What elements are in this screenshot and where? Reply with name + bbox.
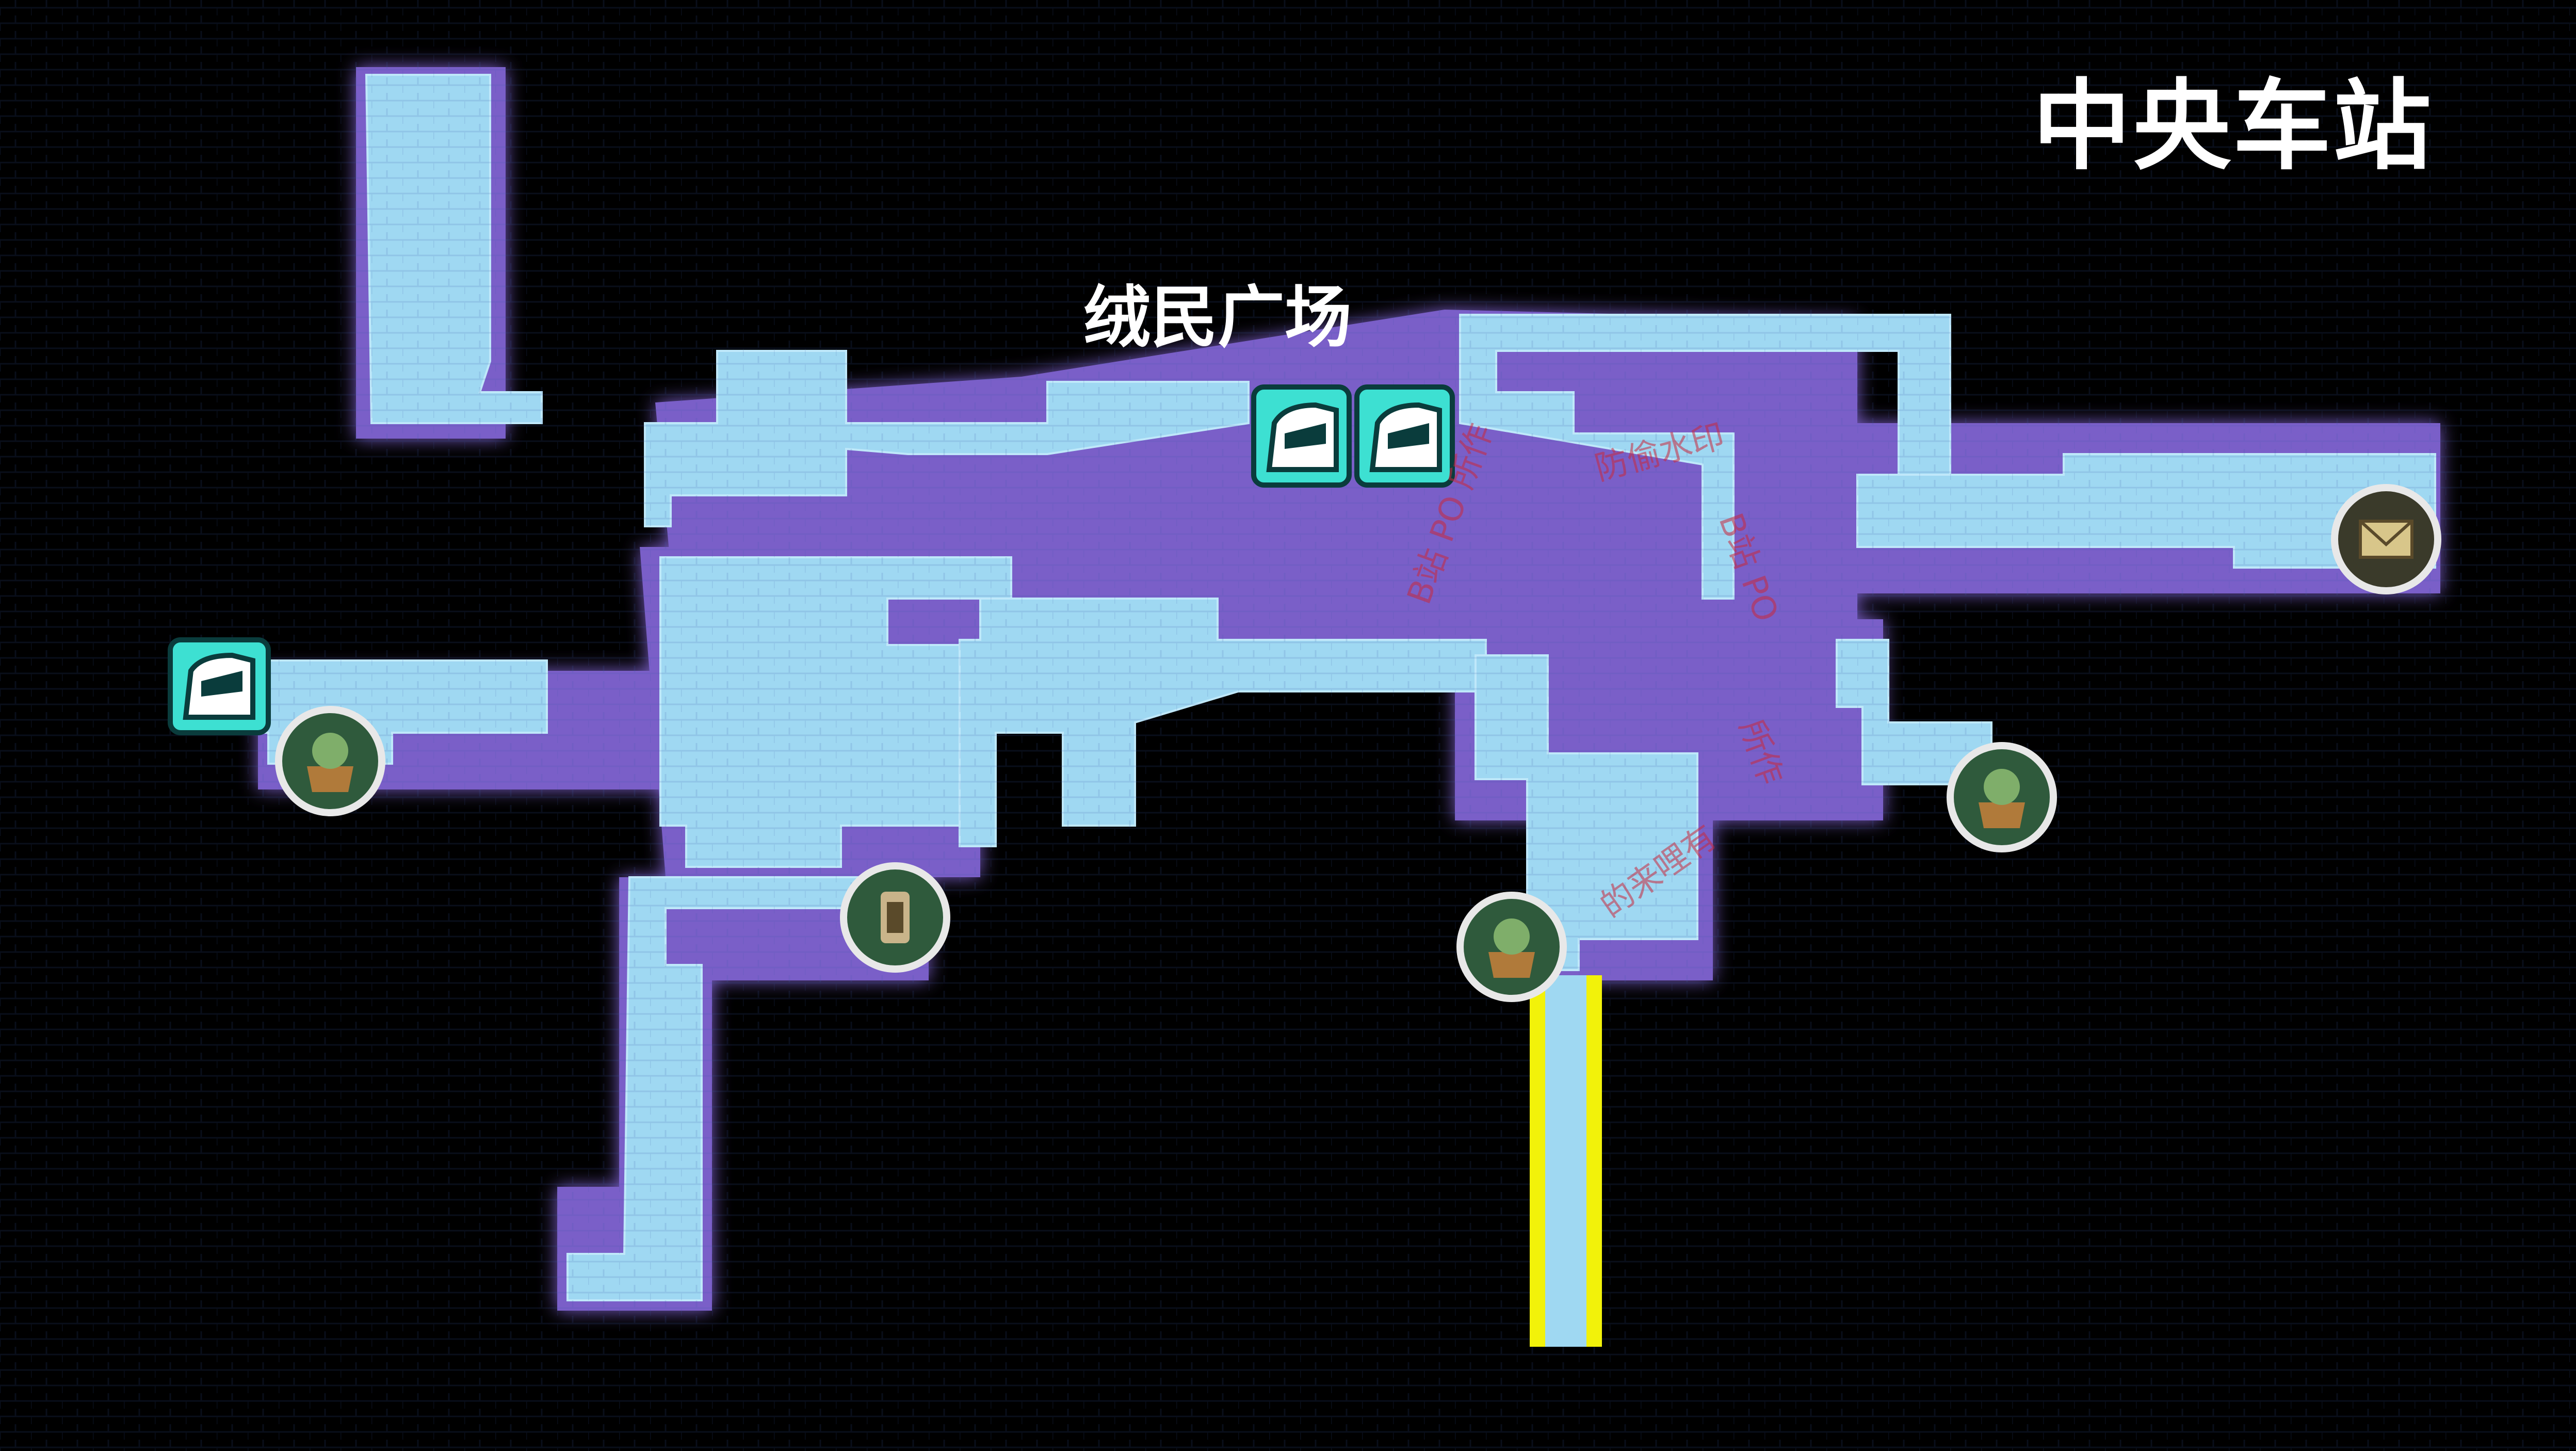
mail-marker[interactable] [2331, 484, 2441, 594]
envelope-icon [2359, 520, 2413, 559]
bonsai-pot-icon [1488, 918, 1535, 978]
train-station-north-a[interactable] [1251, 384, 1352, 488]
bonsai-marker-east[interactable] [1947, 742, 2057, 852]
bonsai-pot-icon [1979, 769, 2025, 828]
exit-path [1530, 975, 1602, 1347]
bonsai-pot-icon [307, 733, 353, 792]
lantern-marker[interactable] [840, 862, 950, 973]
train-station-north-b[interactable] [1354, 384, 1455, 488]
map-title: 中央车站 [2033, 68, 2434, 183]
train-station-west[interactable] [168, 637, 271, 735]
area-label: 绒民广场 [1083, 278, 1352, 357]
bonsai-marker-west[interactable] [275, 706, 385, 816]
lantern-icon [881, 892, 910, 943]
bonsai-marker-south[interactable] [1456, 892, 1567, 1002]
